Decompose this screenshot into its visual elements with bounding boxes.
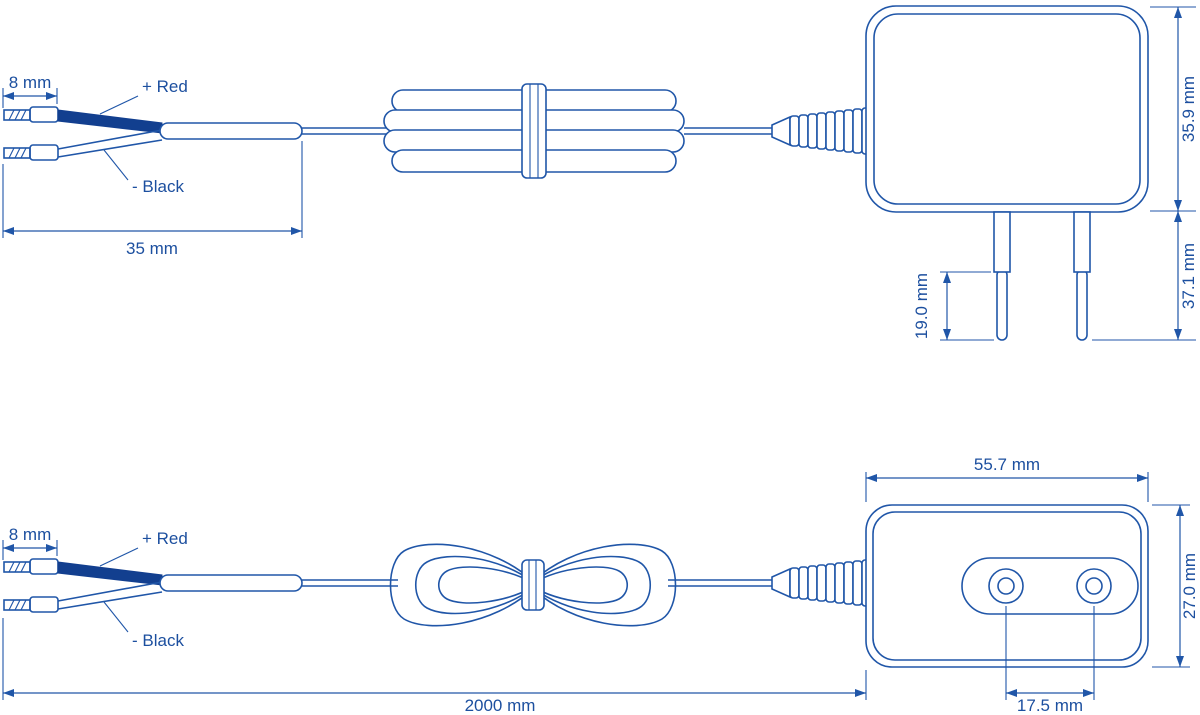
- dim-tip-length: 8 mm: [2, 525, 58, 560]
- dim-label-lead-length: 35 mm: [126, 239, 178, 258]
- dim-label-pin-spacing: 17.5 mm: [1017, 696, 1083, 715]
- dim-label-body-height-side: 35.9 mm: [1179, 76, 1198, 142]
- pin-tip: [1076, 269, 1088, 341]
- coiled-cable: [383, 83, 685, 179]
- cable-tie: [521, 83, 547, 179]
- cable: [159, 574, 772, 592]
- dim-body-width: 55.7 mm: [865, 455, 1149, 502]
- dim-label-body-height-front: 27.0 mm: [1180, 553, 1199, 619]
- black-wire: [57, 129, 163, 150]
- wire-label-black: - Black: [132, 177, 184, 196]
- wire-label-red: + Red: [142, 77, 188, 96]
- red-wire: [57, 561, 163, 586]
- wire-label-red: + Red: [142, 529, 188, 548]
- dim-overall-height: 37.1 mm: [1092, 211, 1198, 341]
- dim-label-pin-length: 19.0 mm: [912, 273, 931, 339]
- dim-tip-length: 8 mm: [2, 73, 58, 108]
- pin-base: [1073, 211, 1091, 273]
- side-view: 8 mm + Red - Black 35 mm 35.9 mm 37.: [2, 5, 1198, 341]
- pin-base: [993, 211, 1011, 273]
- dim-body-height-side: 35.9 mm: [1150, 6, 1198, 212]
- cable: [159, 122, 772, 140]
- wire-leads: [3, 106, 163, 161]
- black-wire: [57, 581, 163, 602]
- dim-lead-length: 35 mm: [2, 141, 303, 258]
- cable-tie: [521, 559, 545, 611]
- strain-relief: [771, 559, 872, 607]
- dim-label-tip-length: 8 mm: [9, 73, 52, 92]
- red-wire: [57, 109, 163, 134]
- mains-pins-side: [993, 211, 1091, 341]
- dim-pin-spacing: 17.5 mm: [1005, 606, 1095, 715]
- adapter-body-side: [865, 5, 1149, 213]
- dim-body-height-front: 27.0 mm: [1152, 504, 1199, 668]
- dim-pin-length: 19.0 mm: [912, 271, 994, 341]
- coiled-cable: [389, 543, 677, 627]
- pin-tip: [996, 269, 1008, 341]
- wire-labels: + Red - Black: [99, 77, 188, 196]
- dim-cable-length: 2000 mm: [2, 618, 867, 715]
- strain-relief: [771, 107, 872, 155]
- dim-label-body-width: 55.7 mm: [974, 455, 1040, 474]
- dim-label-tip-length: 8 mm: [9, 525, 52, 544]
- wire-leads: [3, 558, 163, 613]
- dim-label-cable-length: 2000 mm: [465, 696, 536, 715]
- wire-label-black: - Black: [132, 631, 184, 650]
- adapter-body-front: [865, 504, 1149, 668]
- front-view: 8 mm + Red - Black 55.7 mm 27.0 mm: [2, 455, 1199, 715]
- dim-label-overall-height: 37.1 mm: [1179, 243, 1198, 309]
- wire-labels: + Red - Black: [99, 529, 188, 650]
